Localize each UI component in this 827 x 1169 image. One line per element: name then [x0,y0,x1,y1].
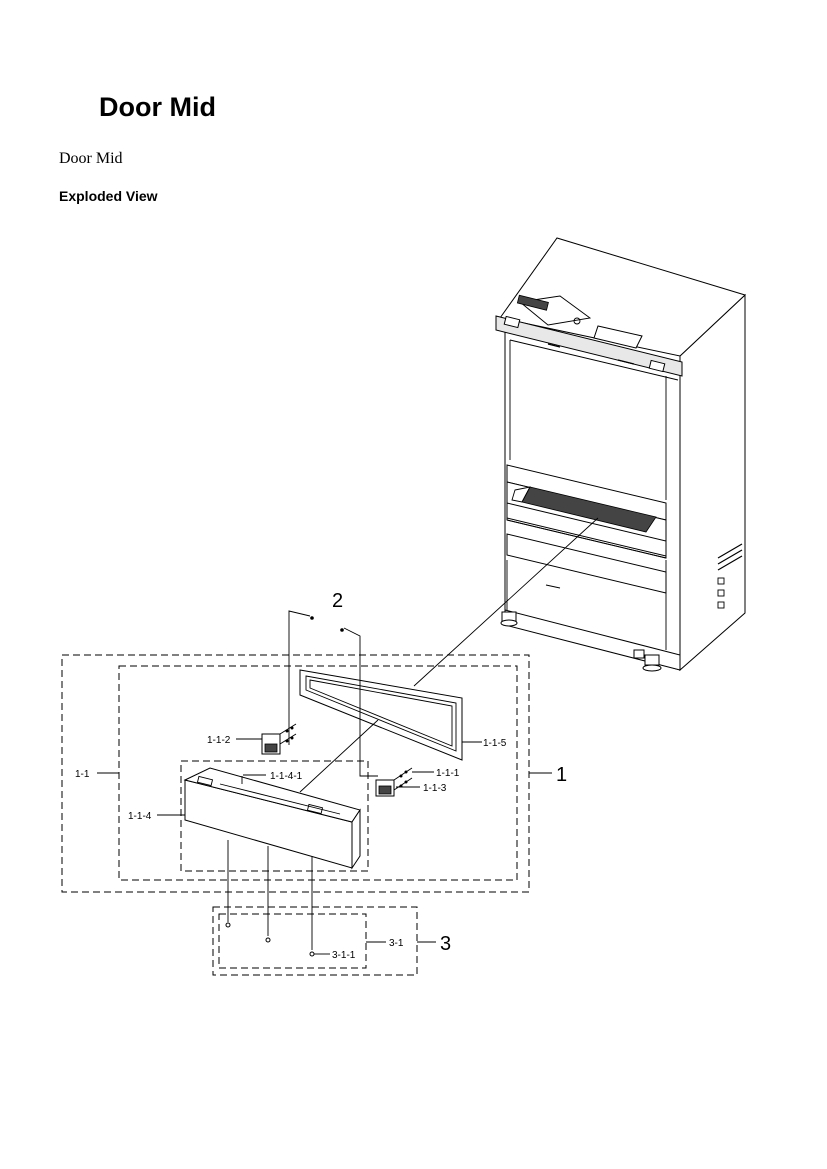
page-title: Door Mid [99,92,216,122]
screw-group-3 [225,840,330,957]
callout-3: 3 [440,933,451,955]
callout-1-1-4: 1-1-4 [128,811,152,822]
leader-cabinet-to-assembly [413,517,599,687]
callout-1-1-3: 1-1-3 [423,783,447,794]
callout-1-1: 1-1 [75,769,90,780]
callout-2: 2 [332,590,343,612]
leader-frame-to-cover [299,719,379,793]
callout-1-1-2: 1-1-2 [207,735,231,746]
page-subtitle: Door Mid [59,150,123,167]
callout-3-1-1: 3-1-1 [332,950,356,961]
assembly-1-boundary [61,654,530,893]
callout-1-1-1: 1-1-1 [436,768,460,779]
front-cover-part [183,767,361,870]
callout-1-1-5: 1-1-5 [483,738,507,749]
screw-part-2 [288,610,378,777]
callout-1: 1 [556,764,567,786]
gasket-frame-part [299,669,463,761]
right-hinge-part [375,767,413,797]
group-3-1-boundary [218,913,367,969]
refrigerator-cabinet [495,237,746,672]
left-hinge-part [261,723,297,755]
assembly-3-boundary [212,906,418,976]
callout-3-1: 3-1 [389,938,404,949]
callout-1-1-4-1: 1-1-4-1 [270,771,303,782]
part-1-1-4-boundary [180,760,369,872]
section-heading: Exploded View [59,188,158,204]
